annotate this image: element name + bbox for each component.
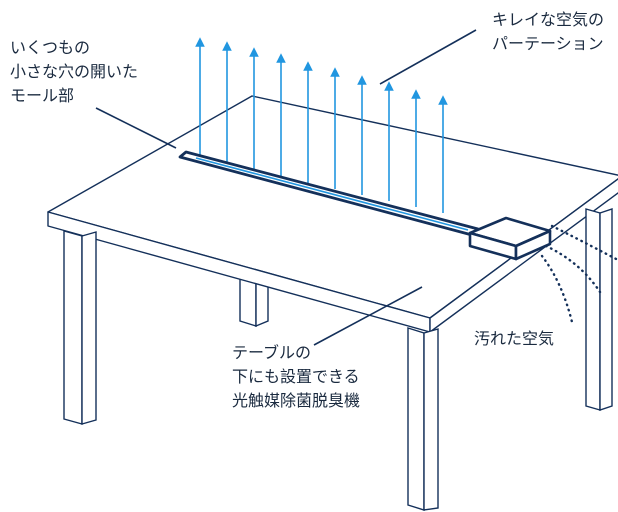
label-dirty-air-line-1: 汚れた空気 xyxy=(474,329,555,348)
leader-lines xyxy=(95,29,477,346)
table-leg-front-left xyxy=(63,230,97,425)
photocatalyst-device xyxy=(468,216,552,261)
table-top xyxy=(47,95,618,333)
label-clean-air-line-1: キレイな空気の xyxy=(492,10,605,29)
clean-air-arrows xyxy=(195,37,448,213)
label-mall-part-line-1: いくつもの xyxy=(10,38,91,57)
label-device: テーブルの 下にも設置できる 光触媒除菌脱臭機 xyxy=(232,341,360,413)
label-mall-part: いくつもの 小さな穴の開いた モール部 xyxy=(10,36,138,108)
table-leg-front-right xyxy=(407,327,439,511)
label-device-line-2: 下にも設置できる xyxy=(232,367,360,386)
dirty-air-flow xyxy=(540,224,618,324)
label-mall-part-line-2: 小さな穴の開いた xyxy=(10,62,139,81)
table-leg-back-right xyxy=(585,208,613,411)
label-device-line-3: 光触媒除菌脱臭機 xyxy=(232,391,361,410)
label-device-line-1: テーブルの xyxy=(232,343,312,362)
label-dirty-air: 汚れた空気 xyxy=(474,327,554,351)
label-clean-air-line-2: パーテーション xyxy=(492,34,604,53)
label-clean-air: キレイな空気の パーテーション xyxy=(492,8,604,56)
label-mall-part-line-3: モール部 xyxy=(10,86,75,105)
